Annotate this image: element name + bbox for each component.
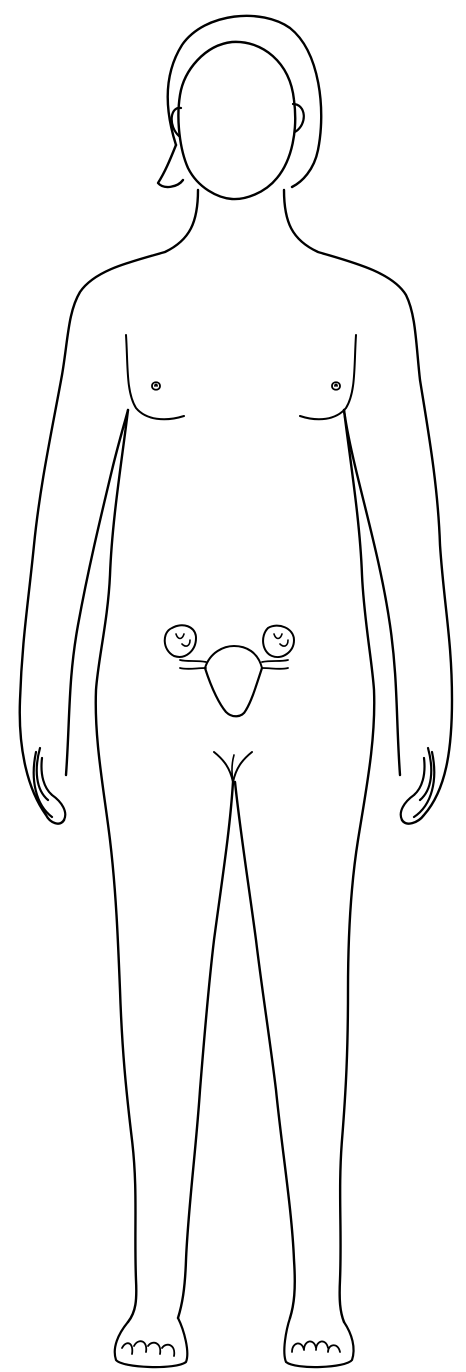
chest-group — [126, 335, 356, 419]
right-fallopian-tube — [262, 660, 288, 669]
pubic-region — [214, 752, 252, 782]
left-breast-contour — [126, 335, 184, 419]
right-nipple — [332, 382, 340, 390]
right-ovary — [263, 626, 294, 657]
right-toes — [292, 1341, 340, 1352]
body-outline — [20, 190, 452, 1367]
right-breast-contour — [300, 335, 356, 419]
hair-left-flip — [158, 145, 183, 187]
left-ovary-fimbriae — [176, 634, 190, 646]
uterus — [205, 668, 262, 716]
left-inner-leg — [178, 782, 233, 1318]
right-ovary-fimbriae — [274, 634, 288, 646]
right-torso-leg — [340, 410, 375, 1322]
face-outline — [178, 42, 295, 199]
right-inner-leg — [235, 782, 295, 1318]
uterus-fundus — [205, 646, 262, 668]
right-neck-shoulder-arm — [284, 190, 452, 824]
left-toes — [122, 1341, 174, 1356]
left-neck-shoulder-arm — [20, 190, 198, 824]
left-thumb — [34, 748, 66, 820]
head-group — [158, 16, 321, 199]
left-ovary — [165, 625, 196, 657]
left-nipple — [152, 382, 160, 390]
left-fallopian-tube — [180, 660, 206, 669]
reproductive-organs — [165, 625, 294, 716]
right-inner-arm — [344, 410, 400, 775]
left-torso-leg — [96, 410, 137, 1322]
